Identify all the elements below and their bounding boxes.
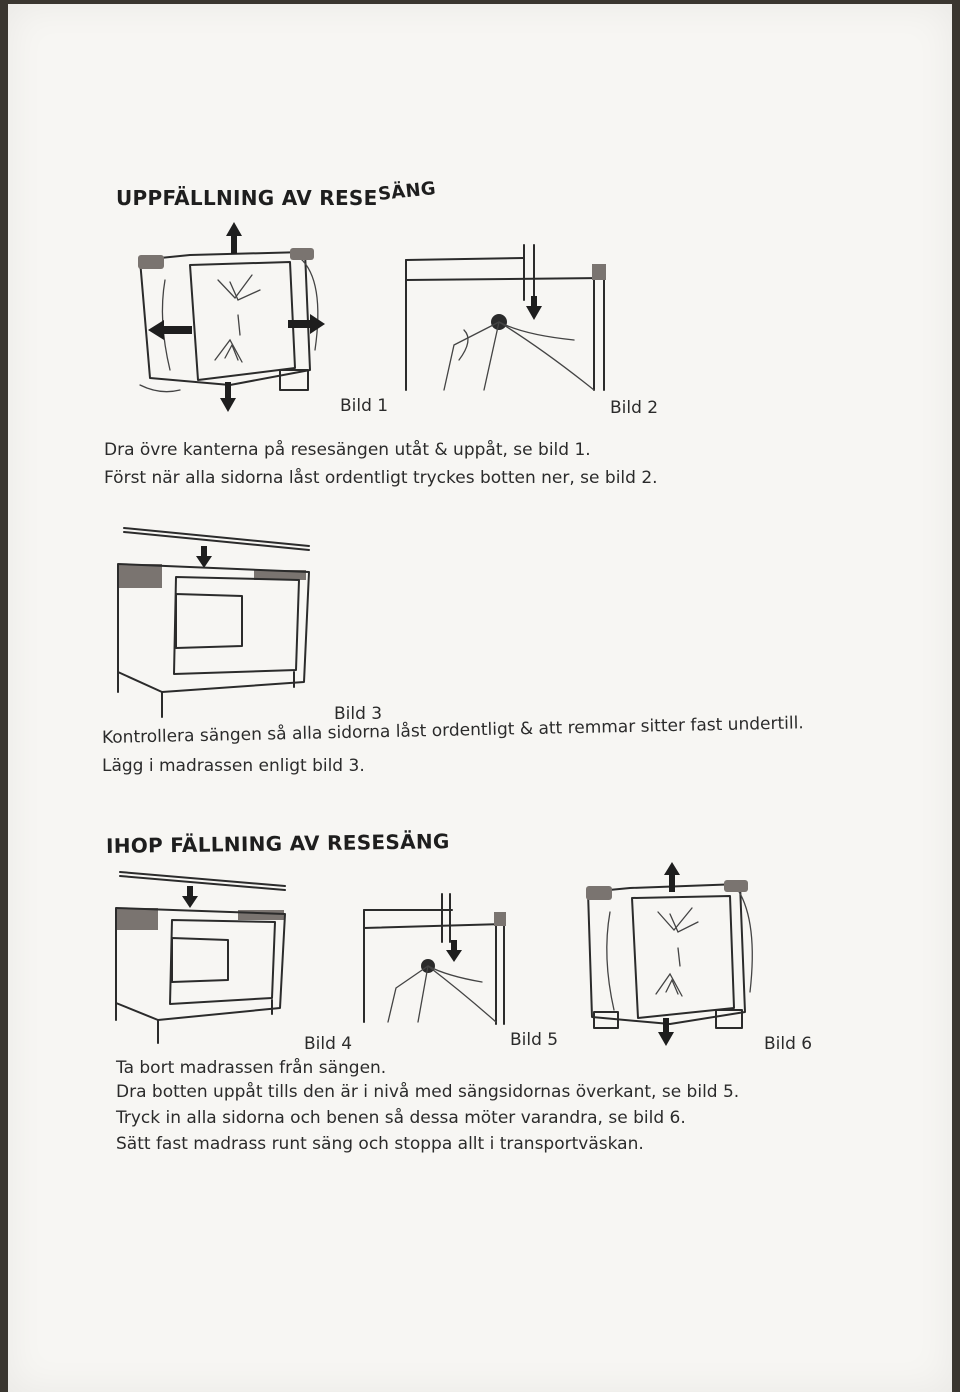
figure-bild-3: [117, 527, 310, 718]
figure-bild-2: [405, 244, 606, 391]
mattress: [119, 871, 286, 891]
section1-heading-part-a: UPPFÄLLNING AV RESE: [116, 186, 378, 210]
arrow-down-icon: [526, 296, 542, 320]
instruction-line-2: Först när alla sidorna låst ordentligt t…: [104, 468, 658, 488]
figure-bild-5: [363, 893, 506, 1025]
crib-frame-fig1: [138, 248, 319, 393]
caption-bild-1: Bild 1: [340, 396, 389, 416]
arrow-down-icon: [658, 1018, 674, 1046]
arrow-right-icon: [288, 314, 325, 334]
crib-detail-fig2: [405, 244, 606, 391]
figure-bild-1: [138, 222, 325, 412]
instruction-line-6: Dra botten uppåt tills den är i nivå med…: [116, 1082, 740, 1102]
caption-bild-5: Bild 5: [510, 1030, 559, 1050]
caption-bild-3: Bild 3: [334, 704, 383, 724]
caption-bild-6: Bild 6: [764, 1034, 813, 1054]
instruction-line-8: Sätt fast madrass runt säng och stoppa a…: [116, 1134, 644, 1154]
mattress: [123, 527, 310, 551]
section1-heading: UPPFÄLLNING AV RESESÄNG: [116, 178, 436, 210]
arrow-up-icon: [226, 222, 242, 254]
caption-bild-2: Bild 2: [610, 398, 659, 418]
figure-bild-6: [586, 862, 753, 1046]
arrow-down-icon: [220, 382, 236, 412]
caption-bild-4: Bild 4: [304, 1034, 353, 1054]
instruction-line-4: Lägg i madrassen enligt bild 3.: [102, 756, 365, 776]
crib-detail-fig5: [363, 893, 506, 1025]
instruction-line-7: Tryck in alla sidorna och benen så dessa…: [116, 1108, 686, 1128]
section2-heading: IHOP FÄLLNING AV RESESÄNG: [105, 829, 450, 858]
arrow-down-icon: [196, 546, 212, 568]
crib-fig4: [115, 907, 286, 1044]
figure-bild-4: [115, 871, 286, 1044]
arrow-up-icon: [664, 862, 680, 892]
instruction-line-5: Ta bort madrassen från sängen.: [116, 1058, 387, 1078]
crib-frame-fig6: [586, 880, 753, 1029]
arrow-down-icon: [182, 886, 198, 908]
arrow-left-icon: [148, 320, 192, 340]
instruction-line-1: Dra övre kanterna på resesängen utåt & u…: [104, 440, 591, 460]
instruction-sheet: [8, 4, 952, 1392]
crib-fig3: [117, 563, 310, 718]
arrow-down-icon: [446, 940, 462, 962]
